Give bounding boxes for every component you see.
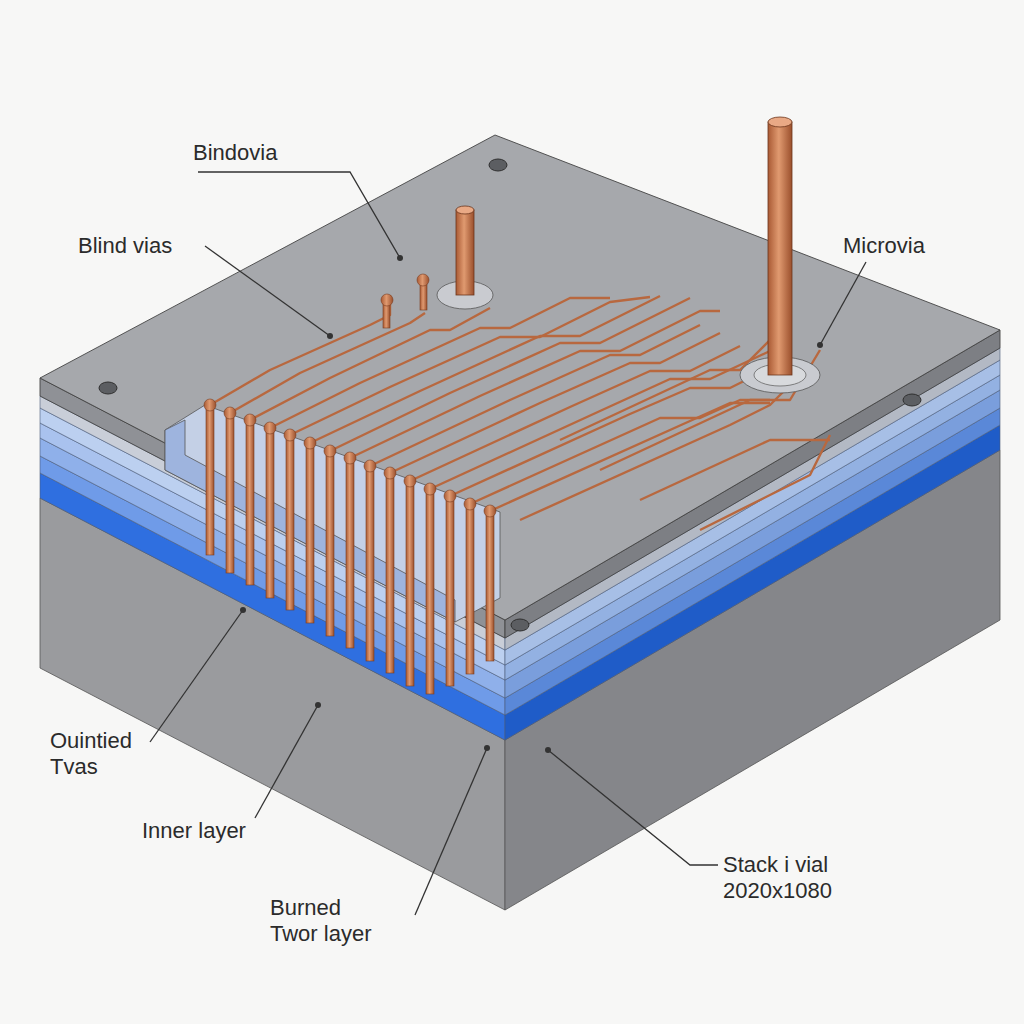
leader-line bbox=[150, 610, 243, 742]
via-post bbox=[456, 206, 474, 214]
via-pin bbox=[446, 496, 454, 686]
via-pin bbox=[284, 429, 296, 441]
copper-trace bbox=[290, 297, 650, 435]
part-label: Stack i vial 2020x1080 bbox=[723, 852, 883, 904]
copper-trace bbox=[210, 295, 390, 405]
mounting-hole bbox=[511, 619, 529, 631]
leader-line bbox=[205, 246, 330, 336]
part-label: Bindovia bbox=[193, 140, 393, 166]
via-pin bbox=[384, 467, 396, 479]
copper-trace bbox=[430, 351, 770, 489]
mounting-hole bbox=[99, 382, 117, 394]
part-label: Microvia bbox=[843, 233, 1013, 259]
leader-line bbox=[820, 262, 866, 345]
copper-trace bbox=[450, 368, 770, 496]
mounting-hole bbox=[489, 159, 507, 171]
via-pin bbox=[466, 504, 474, 674]
blind-via-pin bbox=[381, 274, 429, 328]
via-pin bbox=[306, 443, 314, 623]
mounting-hole bbox=[99, 159, 921, 631]
via-pin bbox=[246, 420, 254, 585]
via-pin bbox=[344, 452, 356, 464]
via-pin bbox=[484, 505, 496, 517]
via-pin bbox=[324, 445, 336, 457]
part-label: Inner layer bbox=[142, 818, 342, 844]
mounting-hole bbox=[903, 394, 921, 406]
via-pin bbox=[426, 489, 434, 694]
leader-dot bbox=[484, 745, 490, 751]
via-pin bbox=[264, 422, 276, 434]
via-pin bbox=[266, 428, 274, 598]
leader-dot bbox=[315, 702, 321, 708]
copper-trace bbox=[370, 325, 700, 466]
leader-dot bbox=[397, 255, 403, 261]
via-pin bbox=[224, 407, 236, 419]
via-pin bbox=[226, 413, 234, 573]
via-pin bbox=[204, 399, 496, 694]
via-post bbox=[768, 117, 792, 127]
part-label: Ouintied Tvas bbox=[50, 728, 160, 780]
via-post bbox=[456, 210, 474, 295]
via-pin bbox=[304, 437, 316, 449]
copper-trace bbox=[700, 435, 830, 530]
blind-via-pin bbox=[417, 274, 429, 286]
leader-dot bbox=[545, 747, 551, 753]
via-pin bbox=[286, 435, 294, 610]
leader-line bbox=[548, 750, 718, 865]
part-label: Burned Twor layer bbox=[270, 895, 390, 947]
top-plate bbox=[40, 135, 1000, 638]
copper-trace bbox=[210, 295, 830, 530]
via-pin bbox=[364, 460, 376, 472]
copper-trace bbox=[250, 308, 490, 420]
part-label: Blind vias bbox=[78, 233, 278, 259]
via-pin bbox=[464, 498, 476, 510]
leader-dot bbox=[327, 333, 333, 339]
via-pin bbox=[424, 483, 436, 495]
blind-via-pin bbox=[381, 294, 393, 306]
via-pin bbox=[206, 405, 214, 555]
copper-trace bbox=[350, 311, 720, 458]
leader-line bbox=[198, 172, 400, 258]
via-post bbox=[437, 117, 820, 393]
via-post bbox=[768, 122, 792, 375]
copper-trace bbox=[410, 346, 740, 481]
via-pin bbox=[404, 475, 416, 487]
leader-dot bbox=[240, 255, 823, 753]
leader-dot bbox=[240, 607, 246, 613]
leader-line bbox=[255, 705, 318, 818]
via-pin bbox=[366, 466, 374, 661]
via-pin bbox=[444, 490, 456, 502]
leader-line bbox=[150, 172, 866, 915]
via-pin bbox=[204, 399, 216, 411]
via-pin bbox=[244, 414, 256, 426]
copper-trace bbox=[310, 296, 660, 443]
via-pin bbox=[346, 458, 354, 648]
copper-trace bbox=[520, 375, 800, 520]
top-plate bbox=[40, 135, 1000, 620]
leader-dot bbox=[817, 342, 823, 348]
leader-line bbox=[415, 748, 487, 915]
via-pin bbox=[406, 481, 414, 686]
via-pin bbox=[326, 451, 334, 636]
via-pin bbox=[486, 511, 494, 661]
copper-trace bbox=[640, 440, 830, 500]
via-pin bbox=[386, 473, 394, 673]
